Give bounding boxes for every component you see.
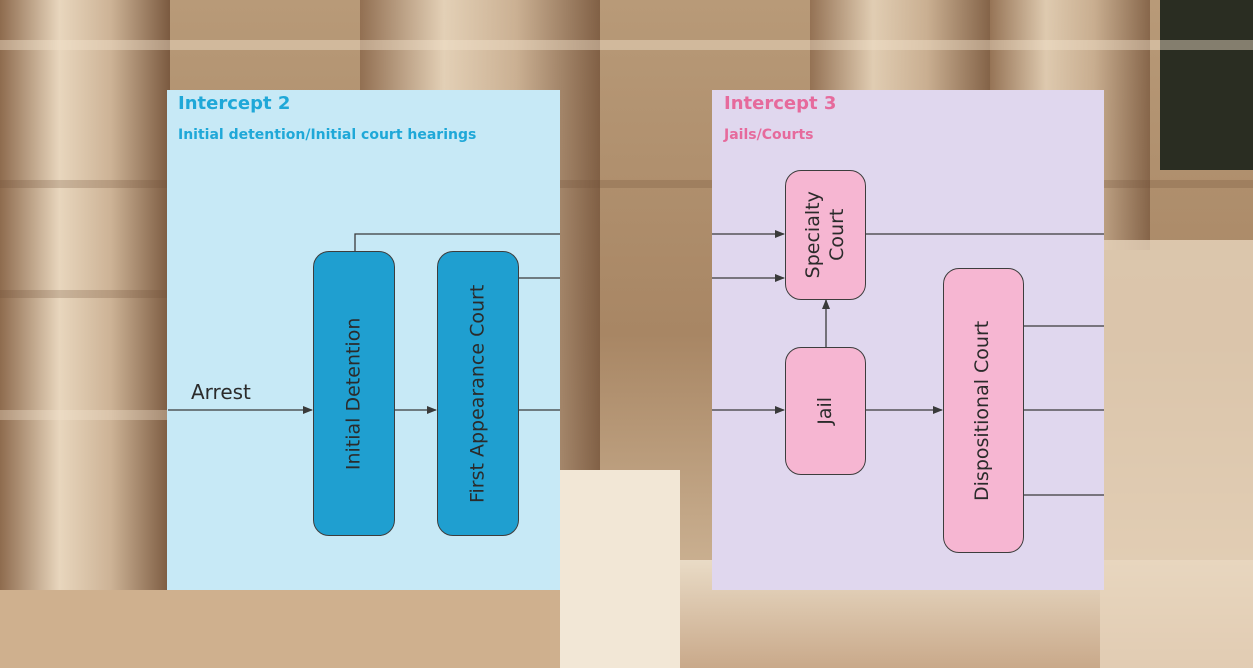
intercept-3-panel: [712, 90, 1104, 590]
intercept-2-title: Intercept 2: [178, 93, 291, 114]
specialty-court-label: Specialty Court: [802, 191, 850, 278]
specialty-court-label-line2: Court: [825, 208, 848, 262]
first-appearance-court-label: First Appearance Court: [466, 284, 489, 503]
arrest-label: Arrest: [191, 380, 251, 404]
intercept-3-subtitle: Jails/Courts: [724, 127, 814, 143]
first-appearance-court-node: First Appearance Court: [437, 251, 519, 536]
initial-detention-node: Initial Detention: [313, 251, 395, 536]
detention-to-specialty-line: [354, 233, 560, 251]
specialty-court-node: Specialty Court: [785, 170, 866, 300]
dispositional-court-label: Dispositional Court: [971, 320, 994, 501]
dispositional-court-node: Dispositional Court: [943, 268, 1024, 553]
initial-detention-label: Initial Detention: [342, 317, 365, 470]
jail-node: Jail: [785, 347, 866, 475]
jail-label: Jail: [813, 397, 836, 425]
intercept-2-subtitle: Initial detention/Initial court hearings: [178, 127, 477, 143]
specialty-court-label-line1: Specialty: [801, 191, 824, 279]
intercept-3-title: Intercept 3: [724, 93, 837, 114]
